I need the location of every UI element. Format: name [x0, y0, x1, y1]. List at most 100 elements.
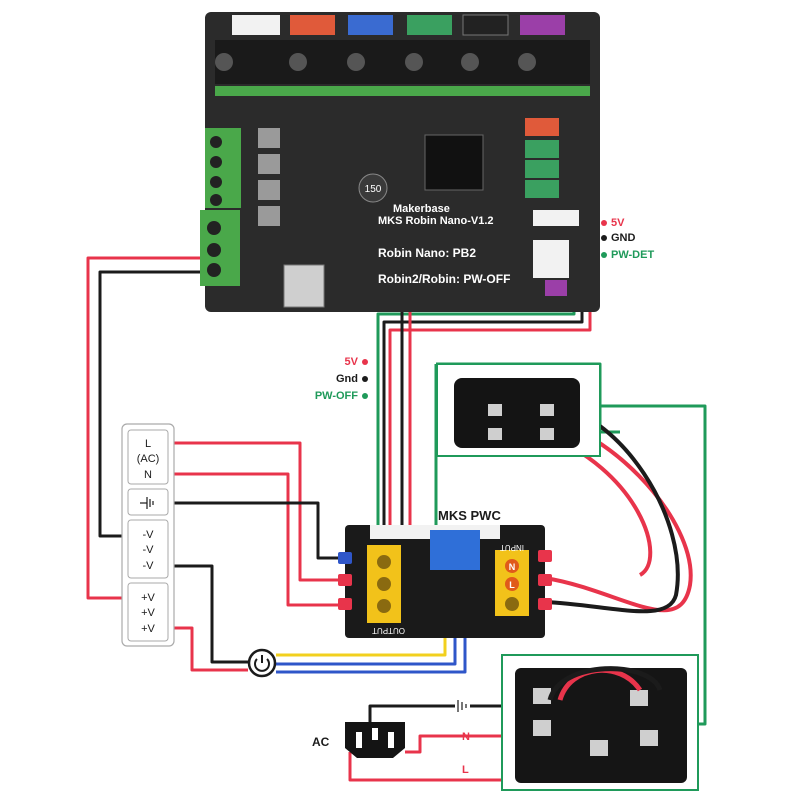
- spade-terminal: [338, 574, 352, 586]
- pwc-input-label: INPUT: [500, 543, 524, 552]
- pwc-module: MKS PWC OUTPUT INPUT N L: [338, 508, 552, 638]
- mosfet: [258, 206, 280, 226]
- wire-ac-n: [405, 734, 520, 754]
- ac-plug-pin: [356, 732, 362, 748]
- board-signal-pwdet: PW-DET: [601, 249, 654, 261]
- wire-board-power-red: [86, 256, 212, 600]
- usb-port: [283, 264, 325, 308]
- psu-pos-3: +V: [141, 623, 155, 635]
- wire-psu-neg: [160, 564, 248, 664]
- wire-inlet-black-1: [544, 401, 680, 614]
- mcu-chip: [424, 134, 484, 191]
- terminal-screw: [377, 599, 391, 613]
- inlet-rear: [501, 654, 699, 791]
- psu-ac-l: L: [145, 438, 151, 450]
- terminal-screw: [210, 136, 222, 148]
- pwdet-connector: [533, 210, 579, 226]
- inlet-rear-wire-black: [547, 666, 663, 701]
- ground-icon: [457, 700, 467, 712]
- wire-psu-ground: [160, 501, 345, 560]
- pwc-input-l: L: [509, 580, 515, 590]
- capacitor: [347, 53, 365, 71]
- pwoff-connector: [545, 280, 567, 296]
- chip-capacitor-text: 150: [365, 184, 382, 195]
- driver-sockets: [215, 14, 590, 96]
- spade-terminal: [538, 550, 552, 562]
- spade-terminal: [338, 552, 352, 564]
- board-robin2-label: Robin2/Robin: PW-OFF: [378, 272, 510, 286]
- pwc-signal-gnd: Gnd: [336, 373, 368, 385]
- inlet-front-body: [454, 378, 580, 448]
- endstop-connector: [525, 118, 559, 136]
- power-button-icon: [254, 655, 270, 672]
- connector-purple: [520, 15, 565, 35]
- wire-green-frame-right: [600, 404, 707, 726]
- connector-white: [232, 15, 280, 35]
- inlet-pin: [488, 428, 502, 440]
- mosfet: [258, 180, 280, 200]
- terminal-screw: [505, 559, 519, 573]
- terminal-screw: [210, 176, 222, 188]
- ac-l-label: L: [462, 764, 469, 776]
- capacitor: [405, 53, 423, 71]
- ac-plug-pin: [372, 728, 378, 740]
- spade-terminal: [538, 574, 552, 586]
- capacitor: [215, 53, 233, 71]
- inlet-pin: [590, 740, 608, 756]
- terminal-screw: [207, 221, 221, 235]
- mainboard: 150 Makerbase MKS Robin Nano-V1.2 Robin …: [200, 12, 600, 312]
- wire-psu-l: [160, 441, 340, 582]
- chip-capacitor: [358, 173, 388, 203]
- inlet-pin: [488, 404, 502, 416]
- psu-pos-1: +V: [141, 592, 155, 604]
- pwc-relay: [430, 530, 480, 570]
- capacitor: [289, 53, 307, 71]
- endstop-connector: [525, 140, 559, 158]
- wire-psu-n: [160, 472, 340, 607]
- psu-neg-1: -V: [143, 529, 155, 541]
- terminal-screw: [377, 555, 391, 569]
- psu-pos-2: +V: [141, 607, 155, 619]
- mosfet: [258, 128, 280, 148]
- terminal-screw: [505, 597, 519, 611]
- connector-green: [407, 15, 452, 35]
- capacitor: [518, 53, 536, 71]
- power-button[interactable]: [247, 648, 277, 678]
- mosfet: [258, 154, 280, 174]
- inlet-pin: [640, 730, 658, 746]
- connector-black: [462, 14, 509, 36]
- board-signal-5v: 5V: [601, 217, 624, 229]
- connector-blue: [348, 15, 393, 35]
- board-signal-gnd: GND: [601, 232, 635, 244]
- wire-psu-pos: [160, 626, 248, 672]
- ac-n-label: N: [462, 731, 470, 743]
- wire-ac-ground: [368, 704, 455, 728]
- white-connector: [533, 240, 569, 278]
- terminal-screw: [210, 194, 222, 206]
- endstop-connector: [525, 180, 559, 198]
- terminal-screw: [207, 243, 221, 257]
- inlet-pin: [630, 690, 648, 706]
- board-nano-label: Robin Nano: PB2: [378, 246, 476, 260]
- terminal-screw: [207, 263, 221, 277]
- connector-orange: [290, 15, 335, 35]
- board-model: MKS Robin Nano-V1.2: [378, 215, 494, 227]
- psu-ground-box: [127, 488, 169, 516]
- pwc-title: MKS PWC: [438, 508, 501, 523]
- header-strip: [215, 86, 590, 96]
- psu-pos-box: [127, 582, 169, 642]
- psu-neg-box: [127, 519, 169, 579]
- endstop-connector: [525, 160, 559, 178]
- inlet-pin: [540, 428, 554, 440]
- pwc-input-n: N: [509, 562, 516, 572]
- inlet-pin: [533, 688, 551, 704]
- ac-plug-pin: [388, 732, 394, 748]
- ac-label: AC: [312, 735, 330, 749]
- psu-neg-3: -V: [143, 560, 155, 572]
- terminal-screw: [210, 156, 222, 168]
- inlet-pin: [540, 404, 554, 416]
- pwc-signal-pwoff: PW-OFF: [315, 390, 368, 402]
- spade-terminal: [338, 598, 352, 610]
- board-brand: Makerbase: [393, 203, 450, 215]
